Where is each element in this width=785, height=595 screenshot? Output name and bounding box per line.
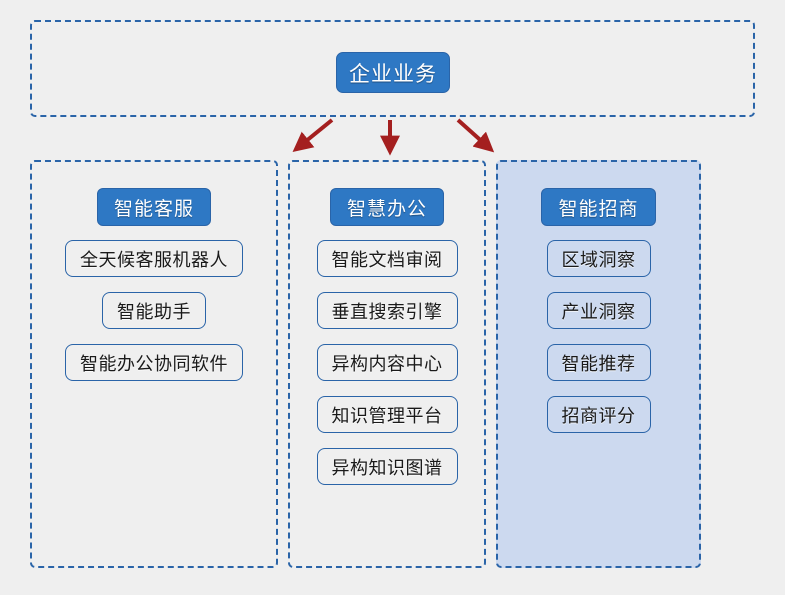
root-node-企业业务[interactable]: 企业业务 (336, 52, 450, 93)
column-items-1: 智能文档审阅 垂直搜索引擎 异构内容中心 知识管理平台 异构知识图谱 (290, 240, 484, 500)
item-box[interactable]: 异构知识图谱 (316, 448, 458, 485)
column-智慧办公: 智慧办公 智能文档审阅 垂直搜索引擎 异构内容中心 知识管理平台 异构知识图谱 (288, 160, 486, 568)
item-box[interactable]: 知识管理平台 (316, 396, 458, 433)
arrow-to-智能客服 (292, 118, 334, 153)
item-box[interactable]: 智能办公协同软件 (65, 344, 243, 381)
column-items-0: 全天候客服机器人 智能助手 智能办公协同软件 (32, 240, 276, 396)
item-box[interactable]: 智能文档审阅 (316, 240, 458, 277)
item-box[interactable]: 异构内容中心 (316, 344, 458, 381)
column-智能客服: 智能客服 全天候客服机器人 智能助手 智能办公协同软件 (30, 160, 278, 568)
item-box[interactable]: 产业洞察 (546, 292, 651, 329)
arrow-to-智能招商 (456, 118, 495, 153)
column-header-2[interactable]: 智能招商 (541, 188, 656, 226)
column-header-1[interactable]: 智慧办公 (329, 188, 444, 226)
item-box[interactable]: 招商评分 (546, 396, 651, 433)
item-box[interactable]: 智能推荐 (546, 344, 651, 381)
item-box[interactable]: 全天候客服机器人 (65, 240, 243, 277)
column-智能招商: 智能招商 区域洞察 产业洞察 智能推荐 招商评分 (496, 160, 701, 568)
column-items-2: 区域洞察 产业洞察 智能推荐 招商评分 (498, 240, 699, 448)
column-header-0[interactable]: 智能客服 (96, 188, 211, 226)
item-box[interactable]: 智能助手 (102, 292, 206, 329)
column-group: 智能客服 全天候客服机器人 智能助手 智能办公协同软件 智慧办公 智能文档审阅 … (30, 160, 755, 568)
root-container-box (30, 20, 755, 117)
item-box[interactable]: 垂直搜索引擎 (316, 292, 458, 329)
item-box[interactable]: 区域洞察 (546, 240, 651, 277)
